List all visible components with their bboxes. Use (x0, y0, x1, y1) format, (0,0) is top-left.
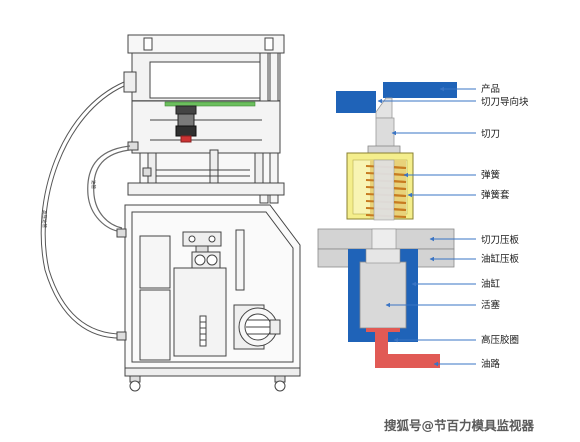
label-cutter: 切刀 (481, 129, 500, 140)
high-pressure-hose (40, 81, 126, 339)
watermark: 搜狐号@节百力模具监视器 (384, 418, 535, 433)
label-oil-line: 油路 (481, 358, 501, 370)
label-high-pressure-seal: 高压胶圈 (481, 334, 519, 346)
hose-label-left: 高压油管 (41, 210, 48, 228)
cutter-section (317, 82, 457, 368)
gauge-left (194, 254, 206, 266)
label-spring: 弹簧 (481, 169, 501, 181)
cutter-blade (375, 97, 393, 119)
label-cylinder-press-plate: 油缸压板 (481, 253, 520, 265)
label-cutter-guide-block: 切刀导向块 (481, 96, 529, 108)
label-spring-sleeve: 弹簧套 (481, 189, 510, 201)
fitting-left-lower (142, 167, 152, 177)
side-bracket (123, 71, 137, 93)
caster-right (274, 375, 286, 392)
station-fitting-lower (116, 331, 127, 341)
station-right-panel (235, 229, 245, 291)
hoses: 高压油管 油管 (40, 81, 131, 339)
station-left-panel (139, 235, 171, 289)
motor (233, 304, 281, 350)
label-piston: 活塞 (481, 299, 501, 311)
station-fitting-upper (116, 228, 127, 238)
ejector-plate (139, 152, 271, 184)
cutter-shank (375, 117, 395, 149)
cutter-guide-block (336, 91, 376, 113)
label-product: 产品 (481, 83, 500, 95)
oil-line (375, 330, 440, 368)
hose-label-right: 油管 (90, 180, 97, 189)
caster-left (129, 375, 141, 392)
gauge-right (206, 254, 218, 266)
cutter-stem (373, 159, 395, 221)
mold-cutter-unit (175, 105, 197, 143)
oil-hose (87, 145, 131, 233)
leader-lines (377, 86, 476, 367)
station-base (124, 367, 301, 377)
product-part (383, 82, 457, 98)
top-bolt (143, 37, 153, 51)
piston (359, 261, 407, 329)
mold-assembly (123, 34, 285, 204)
support-pillar-2 (209, 149, 219, 184)
label-cylinder: 油缸 (481, 278, 501, 290)
station-left-box (139, 289, 171, 361)
upper-cavity (149, 61, 263, 99)
label-cutter-press-plate: 切刀压板 (481, 234, 520, 246)
support-pillar-3 (254, 152, 264, 184)
hydraulic-station (116, 204, 301, 392)
bottom-clamp-plate (127, 182, 285, 196)
product-strip (164, 101, 256, 107)
labels: 产品 切刀导向块 切刀 弹簧 弹簧套 切刀压板 油缸压板 油缸 活塞 高压胶圈 … (481, 83, 529, 370)
top-bolt-2 (264, 37, 274, 51)
lower-mold-plate (131, 100, 281, 154)
